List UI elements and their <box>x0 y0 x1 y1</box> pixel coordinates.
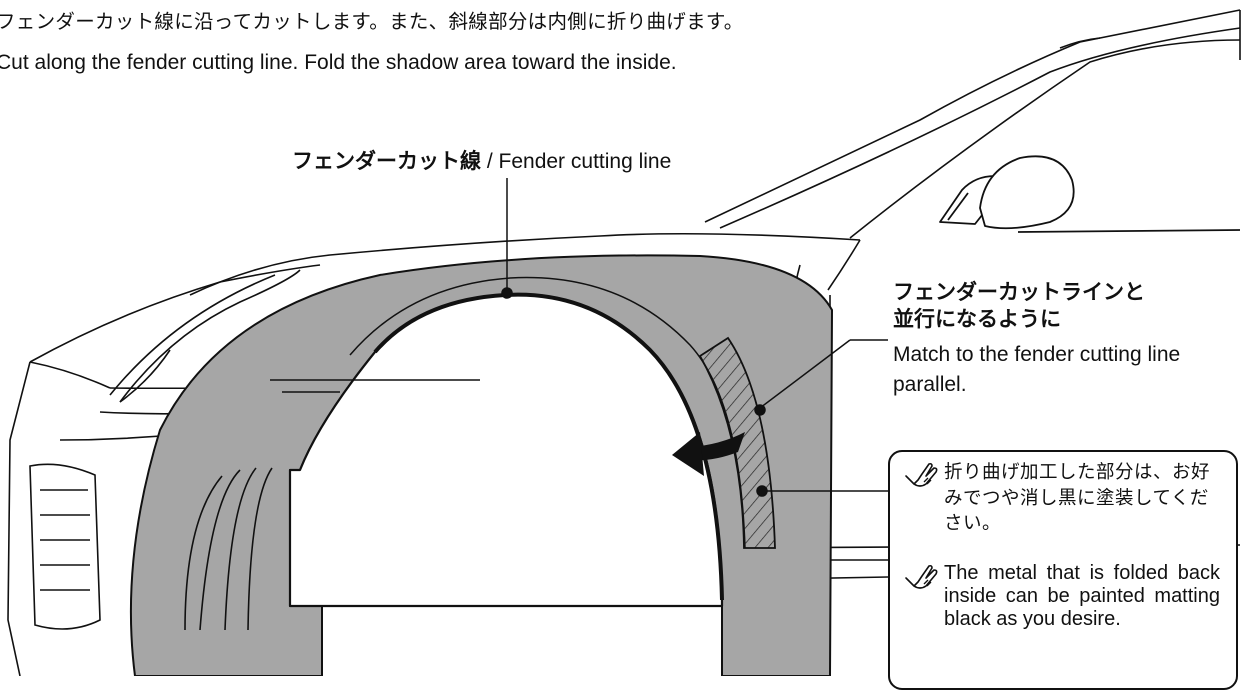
front-bumper-vents <box>29 463 101 630</box>
fender-cutting-line-label: フェンダーカット線 / Fender cutting line <box>292 145 671 175</box>
instruction-japanese: フェンダーカット線に沿ってカットします。また、斜線部分は内側に折り曲げます。 <box>0 10 744 33</box>
fold-arrow <box>672 432 745 476</box>
paint-note-jp-text: 折り曲げ加工した部分は、お好みでつや消し黒に塗装してください。 <box>944 462 1211 535</box>
paint-note-en: The metal that is folded back inside can… <box>904 562 1220 631</box>
instruction-english: Cut along the fender cutting line. Fold … <box>0 51 677 74</box>
parallel-match-en: Match to the fender cutting line paralle… <box>893 342 1181 397</box>
parallel-match-jp-line2: 並行になるように <box>893 308 1061 332</box>
parallel-match-jp-line1: フェンダーカットラインと <box>893 281 1145 304</box>
pointing-hand-icon <box>905 462 938 487</box>
fender-cutting-line <box>373 292 724 601</box>
parallel-match-label: フェンダーカットラインと 並行になるように Match to the fende… <box>893 279 1243 400</box>
car-fender-diagram <box>7 9 1241 676</box>
paint-note-en-text: The metal that is folded back inside can… <box>944 562 1220 630</box>
side-mirror <box>939 155 1241 233</box>
leader-lines <box>501 178 888 497</box>
headlight-and-vents <box>109 269 301 631</box>
fender-cutting-line-label-en: Fender cutting line <box>498 150 672 173</box>
paint-note-jp: 折り曲げ加工した部分は、お好みでつや消し黒に塗装してください。 <box>904 460 1222 537</box>
pointing-hand-icon <box>905 564 938 589</box>
windshield-pillar <box>704 9 1241 239</box>
fender-cutting-line-label-jp: フェンダーカット線 <box>292 150 481 173</box>
paint-note-box: 折り曲げ加工した部分は、お好みでつや消し黒に塗装してください。 The meta… <box>888 450 1238 690</box>
label-separator: / <box>481 150 499 173</box>
